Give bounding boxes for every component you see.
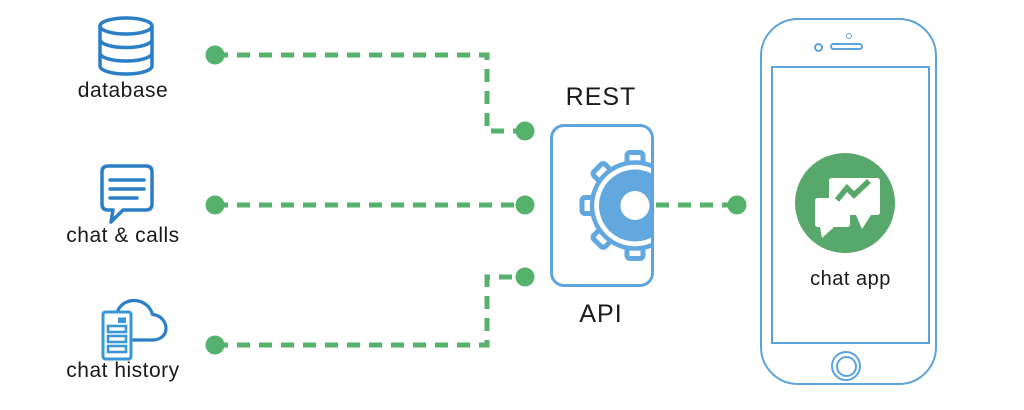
chat-history-cloud-icon — [98, 296, 178, 366]
connector-endpoint-dot — [515, 195, 535, 215]
connector-endpoint-dot — [205, 195, 225, 215]
connector-endpoint-dot — [205, 335, 225, 355]
connector-endpoint-dot — [727, 195, 747, 215]
rest-label: REST — [565, 83, 637, 111]
api-label: API — [579, 300, 623, 328]
chat-history-label: chat history — [66, 359, 180, 382]
camera-icon — [814, 43, 823, 52]
database-label: database — [77, 79, 169, 102]
connector-endpoint-dot — [515, 121, 535, 141]
home-button-inner-ring — [835, 355, 857, 377]
database-icon — [96, 14, 156, 78]
phone-screen: chat app — [771, 66, 930, 344]
gear-icon — [579, 150, 651, 261]
chat-app-icon — [795, 153, 895, 253]
connector-endpoint-dot — [515, 267, 535, 287]
rest-api-box — [550, 124, 654, 287]
connector-database-to-api — [215, 52, 525, 134]
speaker-icon — [830, 43, 863, 50]
smartphone: chat app — [760, 18, 937, 385]
connector-chathistory-to-api — [215, 274, 525, 348]
chat-bubble-icon — [99, 163, 157, 227]
connector-endpoint-dot — [205, 45, 225, 65]
sensor-dot-icon — [846, 33, 852, 39]
chat-app-label: chat app — [810, 268, 891, 290]
home-button[interactable] — [831, 351, 861, 381]
chat-calls-label: chat & calls — [66, 224, 180, 247]
